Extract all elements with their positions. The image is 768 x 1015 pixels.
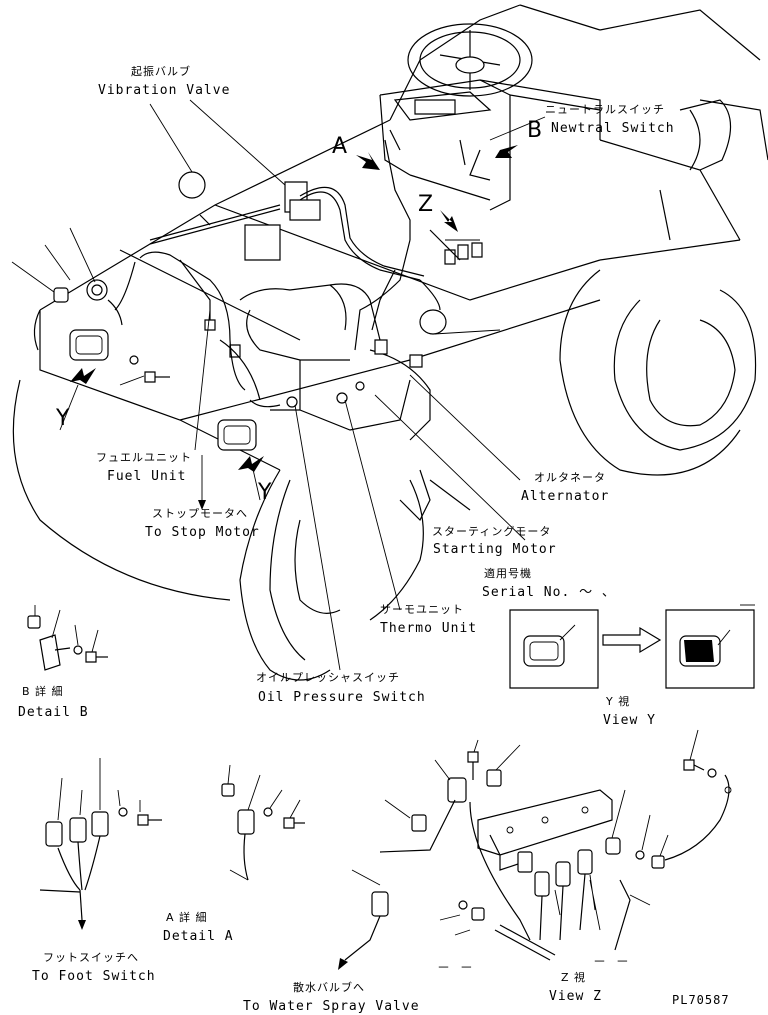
water-spray-label-en: To Water Spray Valve bbox=[243, 999, 420, 1014]
view-z-detail bbox=[338, 730, 731, 970]
view-y-label-en: View Y bbox=[603, 713, 656, 728]
starting-motor-label-en: Starting Motor bbox=[433, 542, 557, 557]
stop-motor-label-jp: ストップモータへ bbox=[152, 507, 248, 520]
components bbox=[54, 172, 482, 450]
leader-lines bbox=[12, 100, 545, 670]
alternator-label-jp: オルタネータ bbox=[534, 471, 606, 484]
detail-a-label-jp: A 詳 細 bbox=[166, 911, 208, 924]
neutral-switch-label-en: Newtral Switch bbox=[551, 121, 675, 136]
view-z-dash-left: － － bbox=[437, 961, 474, 976]
callout-a: A bbox=[332, 134, 348, 159]
part-number: PL70587 bbox=[672, 993, 730, 1007]
thermo-unit-label-jp: サーモユニット bbox=[380, 603, 464, 616]
wire-harness bbox=[108, 130, 490, 407]
thermo-unit-label-en: Thermo Unit bbox=[380, 621, 478, 636]
callout-y-front: Y bbox=[56, 406, 70, 431]
foot-switch-label-jp: フットスイッチへ bbox=[43, 951, 139, 964]
view-y-label-jp: Y 視 bbox=[606, 695, 631, 708]
foot-switch-detail bbox=[40, 758, 162, 930]
view-z-label-jp: Z 視 bbox=[561, 971, 587, 984]
detail-b-label-en: Detail B bbox=[18, 705, 89, 720]
detail-a bbox=[222, 765, 305, 880]
stop-motor-label-en: To Stop Motor bbox=[145, 525, 260, 540]
view-z-dash-right: － － bbox=[593, 955, 630, 970]
neutral-switch-label-jp: ニュートラルスイッチ bbox=[545, 103, 665, 116]
alternator-label-en: Alternator bbox=[521, 489, 610, 504]
callout-z: Z bbox=[418, 192, 434, 217]
detail-b-label-jp: B 詳 細 bbox=[22, 685, 64, 698]
callout-b: B bbox=[527, 118, 543, 143]
detail-a-label-en: Detail A bbox=[163, 929, 234, 944]
starting-motor-label-jp: スターティングモータ bbox=[432, 525, 552, 538]
view-y-detail bbox=[510, 605, 755, 688]
serial-label-en: Serial No. ～ 、 bbox=[482, 585, 616, 600]
detail-b bbox=[28, 605, 108, 670]
serial-label-jp: 適用号機 bbox=[484, 567, 532, 580]
foot-switch-label-en: To Foot Switch bbox=[32, 969, 156, 984]
view-arrows bbox=[70, 142, 518, 472]
fuel-unit-label-en: Fuel Unit bbox=[107, 469, 187, 484]
oil-pressure-label-jp: オイルプレッシャスイッチ bbox=[256, 671, 400, 684]
callout-y-rear: Y bbox=[258, 480, 272, 505]
vibration-valve-label-jp: 起振バルブ bbox=[131, 65, 191, 78]
fuel-unit-label-jp: フュエルユニット bbox=[96, 451, 192, 464]
vibration-valve-label-en: Vibration Valve bbox=[98, 83, 231, 98]
oil-pressure-label-en: Oil Pressure Switch bbox=[258, 690, 426, 705]
water-spray-label-jp: 散水バルブへ bbox=[293, 981, 365, 994]
view-z-label-en: View Z bbox=[549, 989, 602, 1004]
